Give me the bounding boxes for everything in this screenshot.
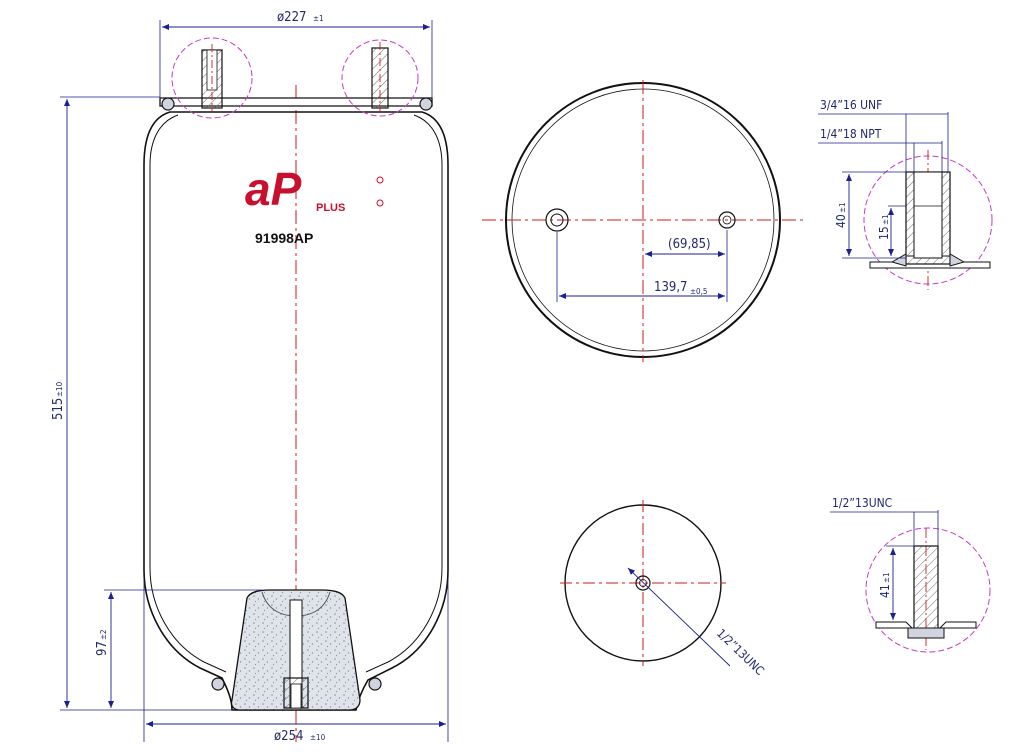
bottom-diameter-tol: ±10 [310,733,326,742]
bottom-length-tol: ±1 [882,572,891,583]
dim-thread-unf: 3/4”16 UNF [818,98,949,172]
bottom-view-leader [627,567,731,667]
bottom-crimp-right [368,677,382,691]
top-plate [159,97,433,107]
bumper-height-value: 97 [95,641,110,656]
bottom-crimp-left [211,677,225,691]
length-15-value: 15 [877,226,891,240]
air-fitting-hole-inner [550,213,564,227]
bottom-stud-detail: 1/2”13UNC 41 ±1 [830,496,991,653]
top-stud-right [371,42,389,112]
spacing-tol: ±0,5 [690,287,707,296]
bottom-diameter-value: ø254 [274,729,303,744]
bellow-outer [143,111,449,711]
bottom-detail-nut [907,627,945,639]
dim-bottom-thread: 1/2”13UNC [830,496,939,546]
bottom-detail-circle [865,527,991,653]
bellow-inner [149,114,227,673]
air-fitting-hole [545,208,569,232]
dim-length-15: 15 ±1 [877,205,906,256]
spacing-value: 139,7 [654,280,687,295]
bottom-stud-hole [635,575,651,591]
bottom-view: 1/2”13UNC [560,500,767,678]
stud-hole [718,211,736,229]
side-view: aP PLUS 91998AP ø227 ±1 515 ±10 [51,10,449,744]
vent-hole-1 [376,176,384,184]
length-40-tol: ±1 [838,202,847,213]
thread-npt-label: 1/4”18 NPT [820,127,882,141]
dim-bumper-height: 97 ±2 [95,589,262,708]
top-detail-seal-right [949,253,966,267]
top-stud-left [201,44,223,112]
dim-top-diameter: ø227 ±1 [159,10,433,98]
logo-text: aP [245,163,302,215]
detail-circle-left [171,37,253,119]
bumper-height-tol: ±2 [99,629,108,640]
bellow-inner-right [365,114,443,673]
dim-thread-npt: 1/4”18 NPT [818,127,943,172]
top-crimp-left [161,97,175,111]
dim-offset: (69,85) [645,230,728,302]
height-tol: ±10 [55,381,64,397]
dim-bottom-diameter: ø254 ±10 [143,580,449,744]
brand-logo: aP PLUS [245,163,345,215]
bottom-detail-stud [913,545,939,637]
bottom-nut-bore [290,683,302,709]
detail-circle-right [341,39,419,117]
top-diameter-value: ø227 [277,10,306,25]
bottom-length-value: 41 [878,584,892,598]
stud-hole-inner [722,215,732,225]
vent-hole-2 [376,199,384,207]
logo-subtext: PLUS [316,202,345,214]
bottom-stud-hole-inner [639,579,647,587]
top-view: (69,85) 139,7 ±0,5 [482,80,804,362]
dim-length-40: 40 ±1 [834,171,906,259]
part-number: 91998AP [255,230,313,246]
thread-unf-label: 3/4”16 UNF [820,98,882,112]
dim-bottom-length: 41 ±1 [878,545,914,620]
offset-value: (69,85) [668,237,711,252]
length-40-value: 40 [834,214,848,228]
dim-spacing: 139,7 ±0,5 [556,232,725,302]
dim-height: 515 ±10 [51,96,232,711]
top-stud-detail: 3/4”16 UNF 1/4”18 NPT 40 ±1 15 ±1 [818,98,993,290]
height-value: 515 [51,398,66,420]
top-diameter-tol: ±1 [313,14,324,23]
bottom-view-thread-label: 1/2”13UNC [714,626,767,678]
bottom-thread-label: 1/2”13UNC [832,496,892,510]
length-15-tol: ±1 [881,214,890,225]
top-detail-bore [913,171,943,259]
top-crimp-right [419,97,433,111]
